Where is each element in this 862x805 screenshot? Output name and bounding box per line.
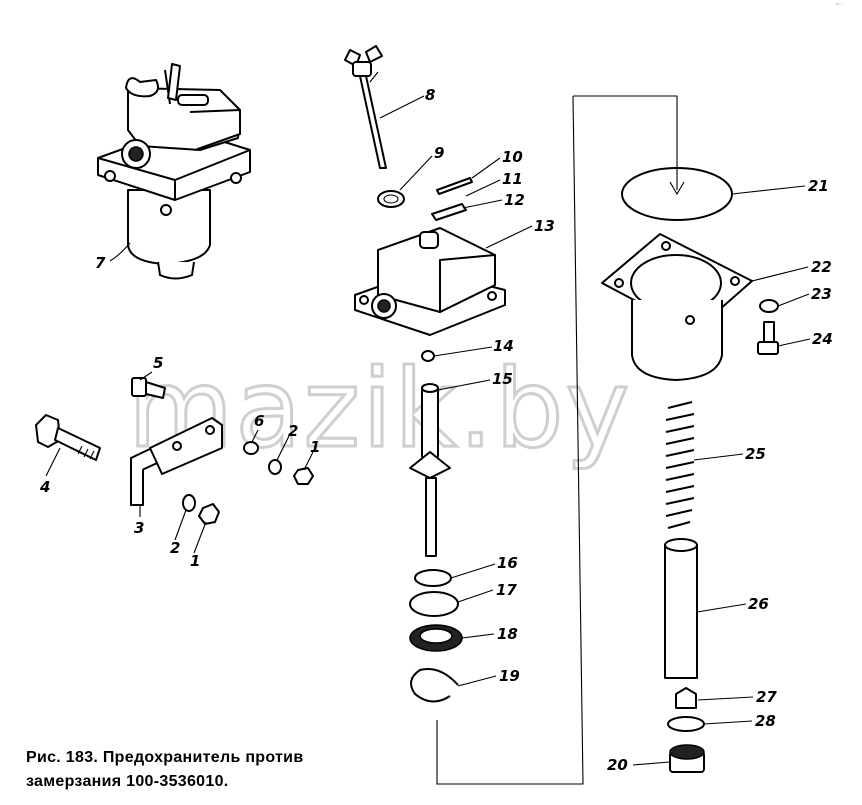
- callout-21: 21: [808, 177, 829, 195]
- callout-11: 11: [502, 170, 523, 188]
- callout-2-upper: 2: [288, 422, 298, 440]
- part-27-nut: [675, 687, 697, 709]
- part-5-short-bolt: [131, 377, 166, 399]
- corner-mark: ⁿ··: [836, 2, 843, 9]
- assembly-arrowhead: [669, 181, 685, 196]
- part-24-screw: [757, 321, 779, 355]
- callout-2-lower: 2: [170, 539, 180, 557]
- callout-5: 5: [153, 354, 163, 372]
- callout-3: 3: [134, 519, 144, 537]
- callout-1-upper: 1: [310, 438, 320, 456]
- callout-8: 8: [425, 86, 435, 104]
- callout-6: 6: [254, 412, 264, 430]
- part-22-bowl: [601, 233, 753, 381]
- part-3-bracket: [130, 417, 223, 506]
- part-16-ring: [414, 569, 452, 587]
- callout-22: 22: [811, 258, 832, 276]
- callout-28: 28: [755, 712, 776, 730]
- part-25-spring: [665, 401, 695, 529]
- callout-18: 18: [497, 625, 518, 643]
- part-2-lock-washer-b: [182, 494, 196, 512]
- callout-1-lower: 1: [190, 552, 200, 570]
- part-1-nut-b: [198, 503, 220, 525]
- callout-17: 17: [496, 581, 517, 599]
- callout-14: 14: [493, 337, 514, 355]
- part-10-pin: [436, 177, 473, 195]
- callout-4: 4: [39, 478, 50, 496]
- callout-16: 16: [497, 554, 518, 572]
- callout-25: 25: [745, 445, 766, 463]
- part-6-washer: [243, 441, 259, 455]
- part-4-long-bolt: [35, 414, 101, 461]
- assembly-return-line: [436, 95, 584, 785]
- part-17-ring: [409, 591, 459, 617]
- part-20-plug: [669, 744, 705, 773]
- callout-15: 15: [492, 370, 513, 388]
- assembly-path-line: [573, 95, 678, 190]
- part-13-housing: [354, 227, 506, 336]
- callout-20: 20: [607, 756, 628, 774]
- callout-9: 9: [434, 144, 444, 162]
- callout-13: 13: [534, 217, 555, 235]
- callout-24: 24: [812, 330, 833, 348]
- callout-labels: 7 8 9 10 11 12 13 14 15 16 17 18 19 20 2…: [39, 86, 833, 774]
- callout-23: 23: [811, 285, 832, 303]
- part-15-valve-stem: [409, 383, 451, 557]
- callout-27: 27: [756, 688, 777, 706]
- part-26-tube: [664, 538, 698, 679]
- part-28-ring: [667, 716, 705, 732]
- callout-12: 12: [504, 191, 525, 209]
- callout-19: 19: [499, 667, 520, 685]
- callout-26: 26: [748, 595, 769, 613]
- part-19-snap-ring: [410, 668, 459, 703]
- part-23-washer: [759, 299, 779, 313]
- part-2-lock-washer-a: [268, 459, 282, 475]
- part-9-washer: [377, 190, 405, 208]
- part-18-seal: [409, 624, 463, 652]
- part-7-assembled-unit: [97, 63, 251, 280]
- part-12-plate: [431, 203, 467, 221]
- leader-lines: [45, 95, 811, 766]
- callout-7: 7: [95, 254, 106, 272]
- part-14-ring: [421, 350, 435, 362]
- part-1-nut-a: [293, 467, 314, 485]
- figure-caption-line-2: замерзания 100-3536010.: [26, 773, 229, 790]
- callout-10: 10: [502, 148, 523, 166]
- part-8-wing-bolt: [344, 45, 387, 169]
- figure-caption-line-1: Рис. 183. Предохранитель против: [26, 749, 304, 766]
